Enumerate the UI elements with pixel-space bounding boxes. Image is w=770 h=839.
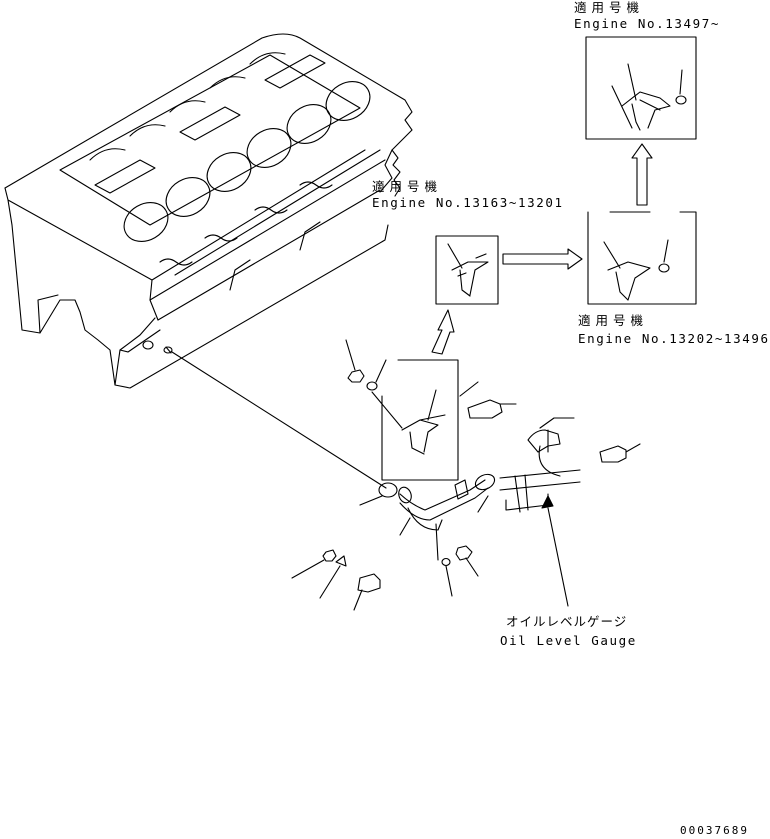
oil-level-gauge-label-jp: オイルレベルゲージ [506,614,628,629]
bolt-1 [468,400,502,418]
bolt-2 [600,446,626,462]
arrow-right [503,249,582,269]
nut-3 [323,550,336,561]
bracket-box-1 [436,236,498,304]
engine-block [5,34,412,388]
drawing-number: 00037689 [680,824,749,837]
arrow-up-2 [632,144,652,205]
applicability-label-2-en: Engine No.13202~13496 [578,331,770,346]
gauge-leader [548,508,568,606]
applicability-label-3-jp: 適用号機 [574,0,645,15]
arrow-up-1 [432,310,454,354]
leader-plug [172,352,386,488]
nut-1 [348,370,364,382]
bracket-box-3 [586,37,696,139]
bracket-box-2 [588,212,696,304]
applicability-label-1-jp: 適用号機 [372,179,443,194]
applicability-label-1-en: Engine No.13163~13201 [372,195,564,210]
bracket-box-4 [372,360,458,480]
plug [379,483,397,497]
washer-1 [367,382,377,390]
bolt-3 [358,574,380,592]
nut-2 [456,546,472,560]
callout-leaders [292,340,640,610]
washer-2 [442,559,450,566]
washer-3 [336,556,346,566]
gauge-handle [528,430,560,452]
applicability-label-3-en: Engine No.13497~ [574,16,721,31]
gauge-pipe-assembly [323,370,626,606]
oil-level-gauge-label-en: Oil Level Gauge [500,633,637,648]
applicability-label-2-jp: 適用号機 [578,313,649,328]
